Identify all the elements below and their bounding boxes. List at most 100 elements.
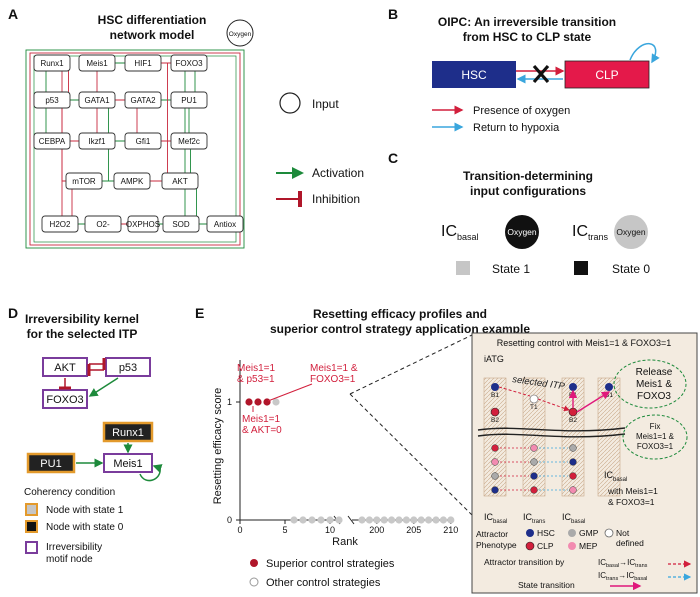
other-strategy-point xyxy=(417,516,425,524)
with-line2: & FOXO3=1 xyxy=(608,497,655,507)
other-strategy-point xyxy=(388,516,396,524)
landscape-break-line-2 xyxy=(477,433,626,438)
state1-node-swatch xyxy=(25,503,38,516)
state-b2-right-label: B2 xyxy=(569,417,577,424)
panel-e-title-line1: Resetting efficacy profiles and xyxy=(313,307,487,321)
chart-x-axis-label: Rank xyxy=(332,536,358,548)
network-node-label: GATA2 xyxy=(130,96,156,105)
kernel-foxo3-label: FOXO3 xyxy=(46,394,83,406)
legend-superior-dot xyxy=(250,559,258,567)
network-node-label: O2- xyxy=(96,220,110,229)
panel-d-letter: D xyxy=(8,305,18,321)
panel-d: D Irreversibility kernel for the selecte… xyxy=(8,305,163,565)
input-legend-circle xyxy=(279,92,301,114)
ic-trans-label: ICtrans xyxy=(572,223,609,242)
state-b1-left xyxy=(491,383,499,391)
panel-e: E Resetting efficacy profiles and superi… xyxy=(195,305,698,594)
panel-a: A HSC differentiation network model Oxyg… xyxy=(8,6,364,249)
network-node-label: FOXO3 xyxy=(175,59,203,68)
state-t1 xyxy=(529,394,539,404)
phenotype-notdefined-dot xyxy=(604,528,614,538)
network-node-label: H2O2 xyxy=(50,220,71,229)
network-node-meis1 xyxy=(78,54,116,72)
annotation-meis1-foxo3-line1: Meis1=1 & xyxy=(310,363,358,374)
hsc-state-label: HSC xyxy=(461,68,487,82)
inset-iatg-label: iATG xyxy=(484,354,504,364)
clp-state-label: CLP xyxy=(595,68,618,82)
other-strategy-point xyxy=(326,516,334,524)
transition-basal-to-trans: ICbasal→ICtrans xyxy=(598,558,648,569)
superior-strategy-point xyxy=(254,398,262,406)
kernel-pu1-label: PU1 xyxy=(40,458,61,470)
network-node-akt xyxy=(161,172,199,190)
lower-grid-state-dot xyxy=(569,458,577,466)
legend-other-dot xyxy=(249,577,259,587)
ic-basal-label: ICbasal xyxy=(441,223,479,242)
other-strategy-point xyxy=(380,516,388,524)
network-node-label: HIF1 xyxy=(134,59,152,68)
network-node-label: Ikzf1 xyxy=(89,137,106,146)
transition-trans-to-basal: ICtrans→ICbasal xyxy=(598,571,647,582)
x-tick-label: 200 xyxy=(369,525,384,535)
landscape-pillar-1 xyxy=(483,377,507,497)
kernel-pu1-node xyxy=(26,452,76,474)
network-node-o2 xyxy=(84,215,122,233)
zoom-connector-bottom xyxy=(349,393,473,516)
other-strategy-point xyxy=(308,516,316,524)
lower-grid-state-dot xyxy=(569,472,577,480)
ic-basal-oxygen-label: Oxygen xyxy=(507,227,537,237)
network-node-label: AMPK xyxy=(121,177,144,186)
input-legend-label: Input xyxy=(312,97,339,111)
network-node-mef2c xyxy=(170,132,208,150)
network-node-label: Meis1 xyxy=(86,59,108,68)
network-node-label: PU1 xyxy=(181,96,197,105)
ic-trans-oxygen-circle xyxy=(614,215,648,249)
network-node-label: GATA1 xyxy=(84,96,110,105)
other-strategy-point xyxy=(395,516,403,524)
panel-d-title-line1: Irreversibility kernel xyxy=(25,312,139,326)
phenotype-mep-dot xyxy=(568,542,576,550)
network-node-label: Mef2c xyxy=(178,137,200,146)
panel-e-title-line2: superior control strategy application ex… xyxy=(270,322,530,336)
kernel-p53-label: p53 xyxy=(119,362,137,374)
lower-grid-state-dot xyxy=(569,486,577,494)
motif-node-swatch xyxy=(25,541,38,554)
network-node-gata2 xyxy=(124,91,162,109)
state1-label: State 1 xyxy=(492,262,530,276)
y-tick-label: 0 xyxy=(227,515,232,525)
y-tick-label: 1 xyxy=(227,397,232,407)
network-node-oxphos xyxy=(127,215,159,233)
state0-swatch xyxy=(574,261,588,275)
control-inset: Resetting control with Meis1=1 & FOXO3=1… xyxy=(471,332,698,594)
network-outer-route-red xyxy=(29,52,241,246)
panel-a-title-line1: HSC differentiation xyxy=(98,13,207,27)
phenotype-hsc-dot xyxy=(526,529,534,537)
network-node-mtor xyxy=(65,172,103,190)
state-transition-label: State transition xyxy=(518,580,575,590)
zoom-connector-top xyxy=(349,334,473,395)
legend-other-label: Other control strategies xyxy=(266,577,381,589)
panel-c-title-line1: Transition-determining xyxy=(463,169,593,183)
other-strategy-point xyxy=(439,516,447,524)
panel-a-title-line2: network model xyxy=(110,28,195,42)
state0-node-swatch xyxy=(25,520,38,533)
motif-node-label-line2: motif node xyxy=(46,554,93,565)
other-strategy-point xyxy=(402,516,410,524)
chart-points xyxy=(245,398,455,524)
lower-grid-state-dot xyxy=(491,444,499,452)
state-b2-right xyxy=(568,407,578,417)
itp-transition-arrows xyxy=(498,386,569,410)
coherency-label: Coherency condition xyxy=(24,487,115,498)
state1-node-label: Node with state 1 xyxy=(46,505,124,516)
ic-trans-col2: ICtrans xyxy=(523,512,545,525)
release-line1: Release xyxy=(636,367,673,378)
kernel-meis1-node xyxy=(103,453,153,473)
x-tick-label: 205 xyxy=(406,525,421,535)
network-node-label: SOD xyxy=(172,220,190,229)
ic-basal-col1: ICbasal xyxy=(484,512,507,525)
other-strategy-point xyxy=(365,516,373,524)
blocked-cross-icon xyxy=(532,64,550,84)
